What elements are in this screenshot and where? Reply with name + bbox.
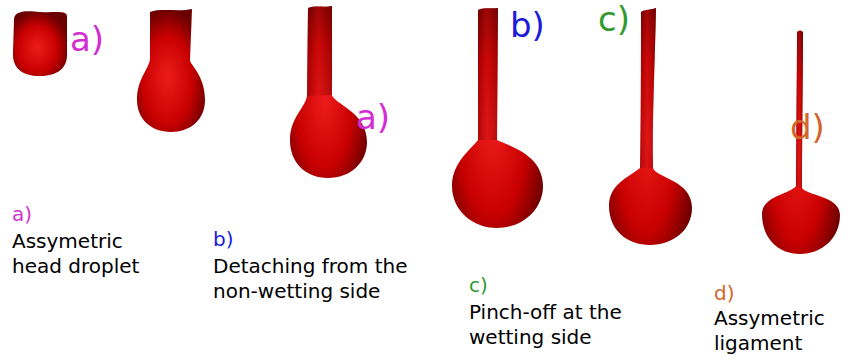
droplet <box>762 31 840 255</box>
droplet-neck <box>307 6 332 96</box>
callout-letter: a) <box>70 22 104 58</box>
droplet <box>137 9 205 132</box>
droplet <box>13 11 67 76</box>
caption-text: Detaching from the non-wetting side <box>213 254 418 304</box>
caption-letter: a) <box>12 202 32 227</box>
caption-text: Assymetric ligament <box>714 306 852 356</box>
callout-letter: d) <box>790 110 825 146</box>
droplet <box>290 6 367 178</box>
caption-letter: d) <box>714 281 735 306</box>
callout-letter: a) <box>356 100 390 136</box>
droplet-neck <box>640 8 656 168</box>
droplet-neck <box>478 8 498 140</box>
droplet <box>609 8 692 245</box>
caption-text: Assymetric head droplet <box>12 229 177 279</box>
callout-letter: b) <box>510 8 545 44</box>
callout-letter: c) <box>598 2 630 38</box>
caption-text: Pinch-off at the wetting side <box>469 300 669 350</box>
caption-letter: b) <box>213 227 234 252</box>
caption-letter: c) <box>469 273 488 298</box>
